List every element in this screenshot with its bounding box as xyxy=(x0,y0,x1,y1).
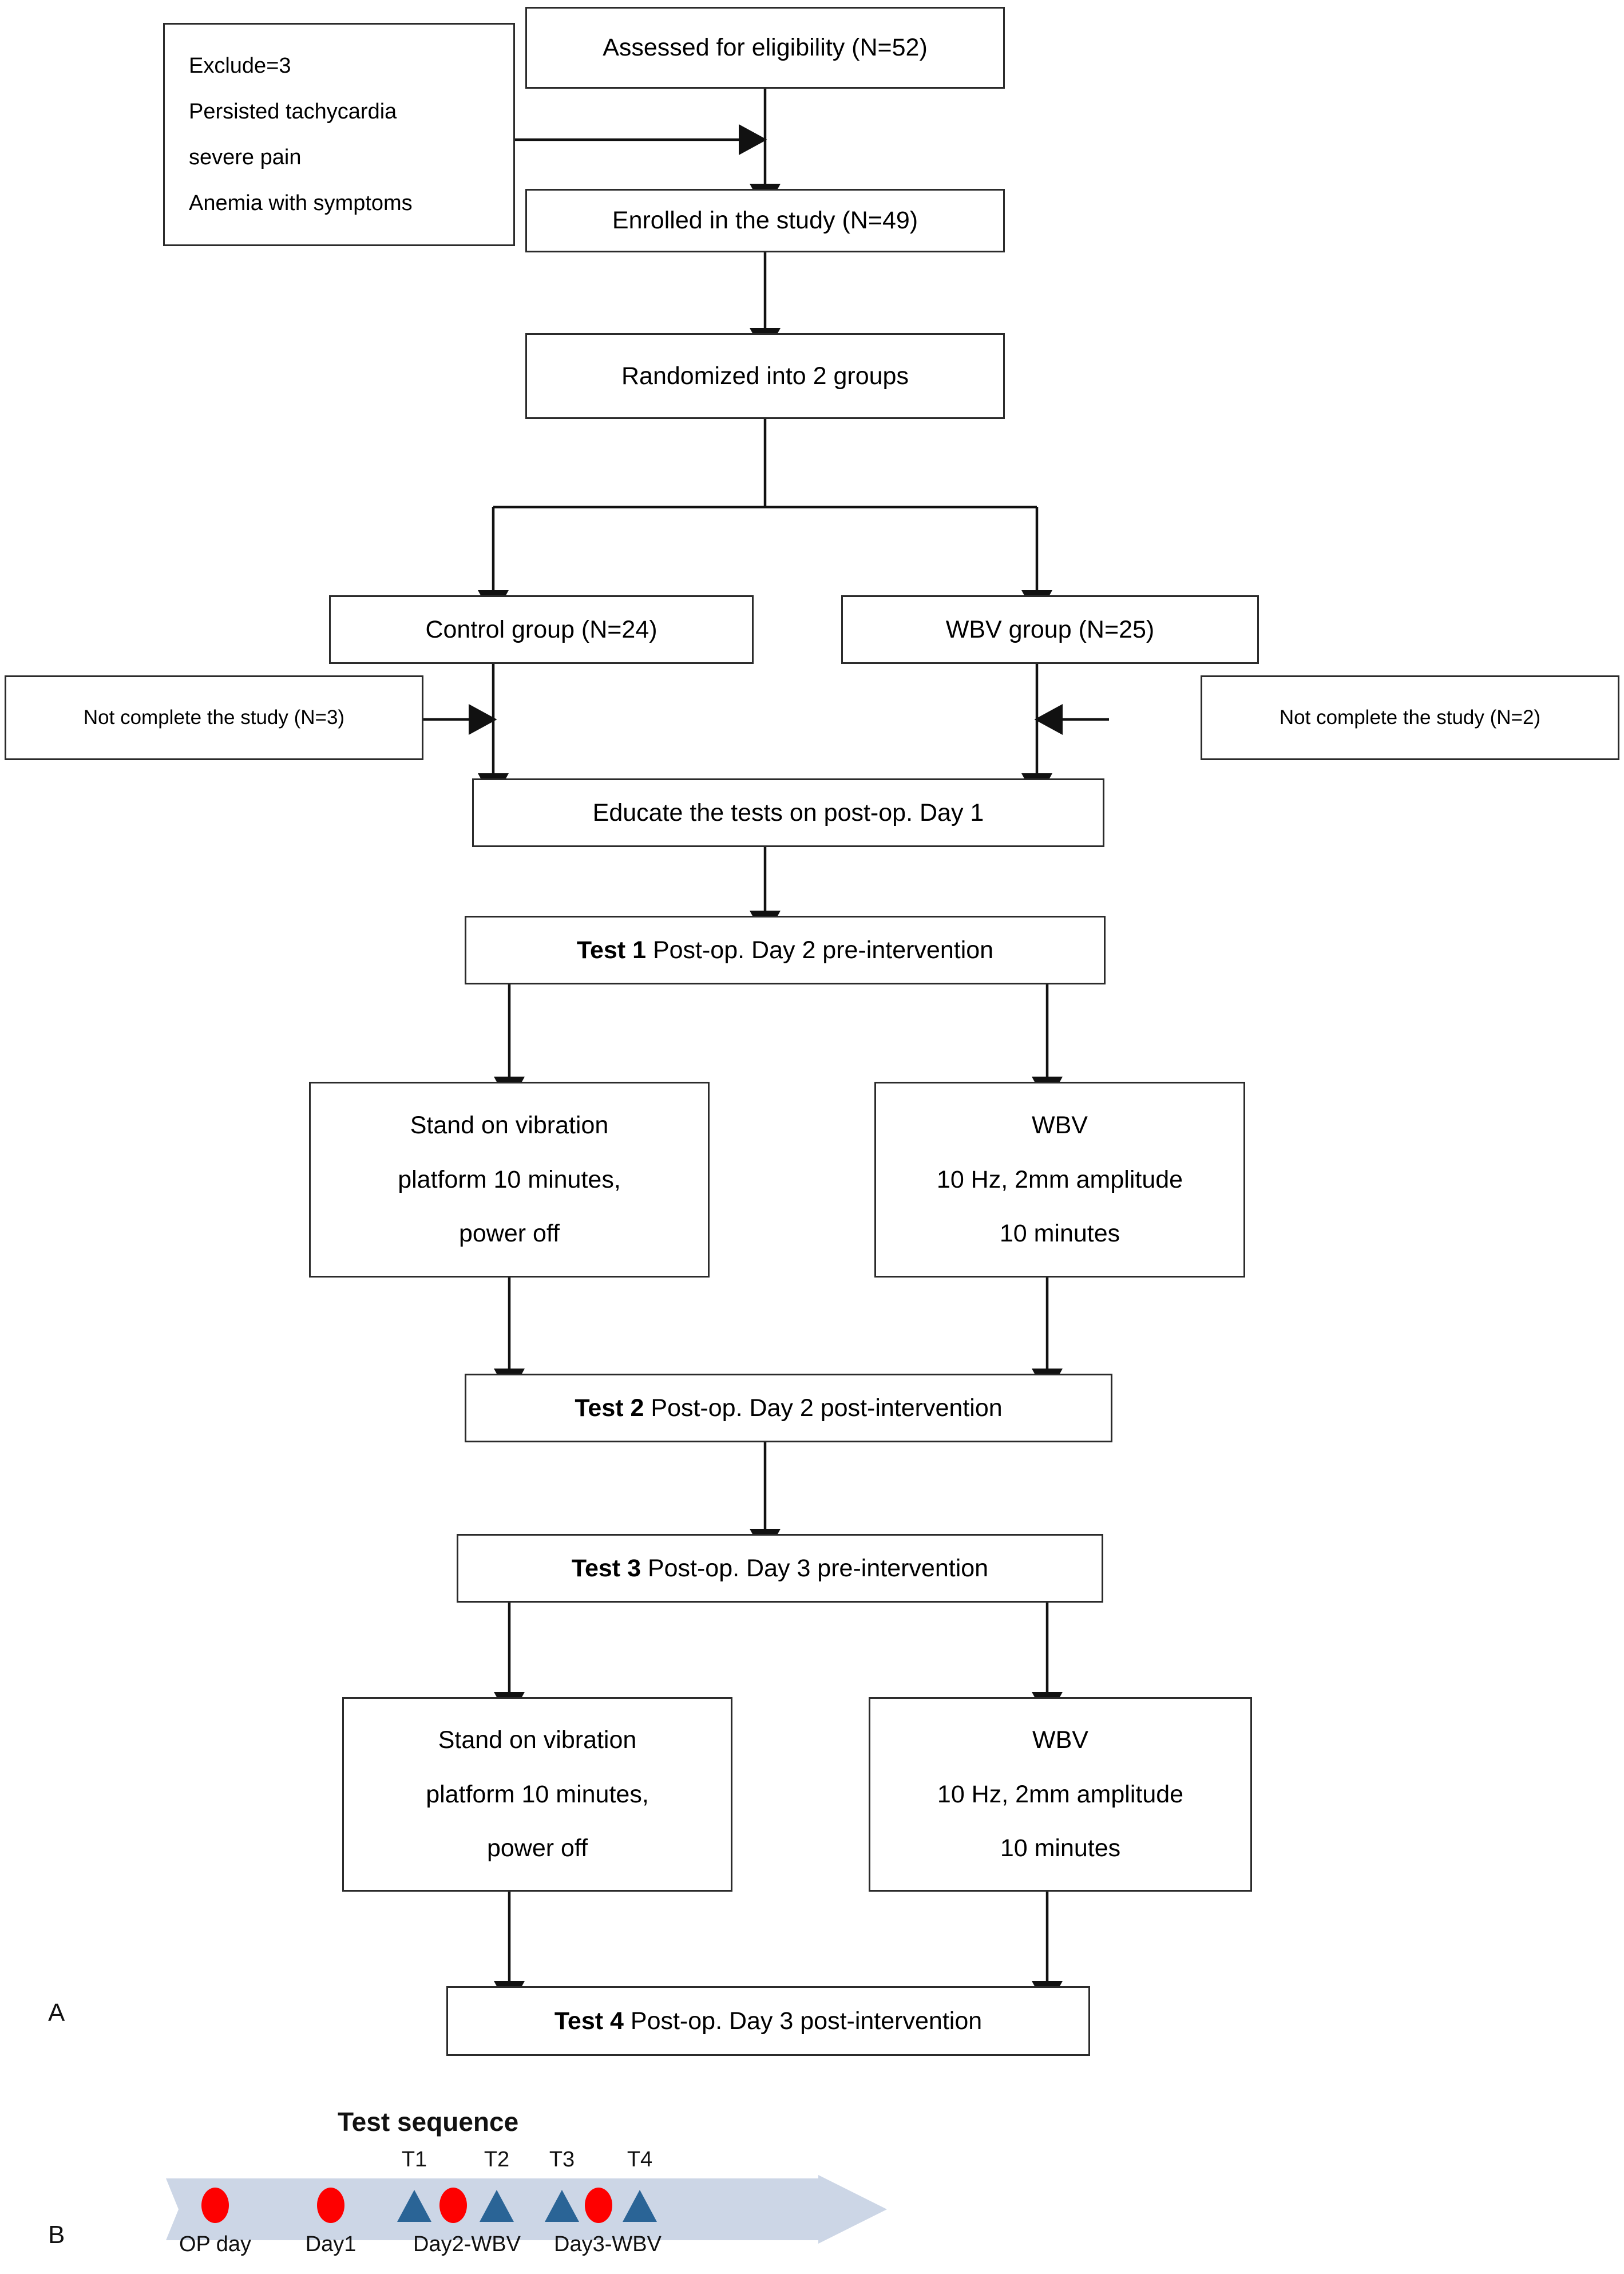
node-enrolled-label: Enrolled in the study (N=49) xyxy=(612,207,918,235)
timeline-triangle-t2 xyxy=(480,2190,514,2222)
timeline-label-t4: T4 xyxy=(627,2148,653,2172)
node-test-1[interactable]: Test 1 Post-op. Day 2 pre-intervention xyxy=(465,916,1106,984)
wbv-day3-line-2: 10 Hz, 2mm amplitude xyxy=(937,1780,1184,1808)
node-test-4-line: Test 4 Post-op. Day 3 post-intervention xyxy=(448,2002,1088,2040)
timeline-triangle-t4 xyxy=(623,2190,657,2222)
wbv-day2-line-1: WBV xyxy=(1032,1112,1088,1140)
node-assessed-for-eligibility[interactable]: Assessed for eligibility (N=52) xyxy=(525,7,1005,89)
node-test-4[interactable]: Test 4 Post-op. Day 3 post-intervention xyxy=(446,1986,1090,2056)
node-control-group[interactable]: Control group (N=24) xyxy=(329,595,754,664)
sham-day2-line-2: platform 10 minutes, xyxy=(398,1165,621,1193)
timeline-label-t3: T3 xyxy=(549,2148,575,2172)
wbv-day2-line-2: 10 Hz, 2mm amplitude xyxy=(936,1165,1183,1193)
timeline-dot-op-day xyxy=(201,2188,229,2223)
timeline-label-t2: T2 xyxy=(484,2148,510,2172)
exclusion-line-3: severe pain xyxy=(189,145,302,169)
node-sham-intervention-day3[interactable]: Stand on vibration platform 10 minutes, … xyxy=(342,1697,732,1892)
timeline-band xyxy=(166,2175,887,2244)
node-test-2-rest: Post-op. Day 2 post-intervention xyxy=(644,1394,1003,1422)
sham-day2-line-3: power off xyxy=(458,1220,560,1248)
wbv-day3-line-3: 10 minutes xyxy=(1000,1834,1121,1862)
node-wbv-group[interactable]: WBV group (N=25) xyxy=(841,595,1259,664)
exclusion-line-4: Anemia with symptoms xyxy=(189,191,413,215)
node-dropout-wbv-label: Not complete the study (N=2) xyxy=(1279,706,1541,729)
node-test-3-bold: Test 3 xyxy=(571,1554,641,1582)
node-dropout-control[interactable]: Not complete the study (N=3) xyxy=(5,675,423,760)
node-assessed-label: Assessed for eligibility (N=52) xyxy=(603,34,928,62)
timeline-label-op-day: OP day xyxy=(179,2232,252,2256)
timeline-label-day3-wbv: Day3-WBV xyxy=(554,2232,662,2256)
node-control-group-label: Control group (N=24) xyxy=(425,615,657,643)
sham-day3-line-2: platform 10 minutes, xyxy=(426,1780,649,1808)
sham-day3-line-1: Stand on vibration xyxy=(438,1726,637,1754)
node-dropout-control-label: Not complete the study (N=3) xyxy=(83,706,345,729)
node-test-2-line: Test 2 Post-op. Day 2 post-intervention xyxy=(466,1389,1111,1427)
node-randomized-label: Randomized into 2 groups xyxy=(621,362,909,390)
node-wbv-intervention-day3[interactable]: WBV 10 Hz, 2mm amplitude 10 minutes xyxy=(869,1697,1252,1892)
node-randomized[interactable]: Randomized into 2 groups xyxy=(525,333,1005,419)
node-wbv-group-label: WBV group (N=25) xyxy=(945,615,1155,643)
sham-day2-line-1: Stand on vibration xyxy=(410,1112,609,1140)
node-test-4-bold: Test 4 xyxy=(554,2007,624,2035)
timeline-title: Test sequence xyxy=(338,2107,519,2137)
wbv-day2-line-3: 10 minutes xyxy=(999,1220,1120,1248)
node-test-1-line: Test 1 Post-op. Day 2 pre-intervention xyxy=(466,931,1104,970)
timeline-dot-day1 xyxy=(317,2188,344,2223)
timeline-dot-day2-wbv xyxy=(439,2188,467,2223)
timeline-dot-day3-wbv xyxy=(585,2188,612,2223)
node-test-2-bold: Test 2 xyxy=(575,1394,644,1422)
timeline-label-t1: T1 xyxy=(401,2148,427,2172)
node-test-3-line: Test 3 Post-op. Day 3 pre-intervention xyxy=(458,1549,1102,1588)
node-exclusion-criteria[interactable]: Exclude=3 Persisted tachycardia severe p… xyxy=(163,23,515,246)
node-test-1-rest: Post-op. Day 2 pre-intervention xyxy=(646,936,994,964)
timeline-label-day2-wbv: Day2-WBV xyxy=(413,2232,521,2256)
node-wbv-intervention-day2[interactable]: WBV 10 Hz, 2mm amplitude 10 minutes xyxy=(874,1082,1245,1278)
node-test-2[interactable]: Test 2 Post-op. Day 2 post-intervention xyxy=(465,1374,1112,1442)
node-test-3[interactable]: Test 3 Post-op. Day 3 pre-intervention xyxy=(457,1534,1103,1603)
node-test-3-rest: Post-op. Day 3 pre-intervention xyxy=(641,1554,989,1582)
wbv-day3-line-1: WBV xyxy=(1032,1726,1088,1754)
timeline-triangle-t3 xyxy=(545,2190,579,2222)
exclusion-line-1: Exclude=3 xyxy=(189,54,291,78)
node-test-4-rest: Post-op. Day 3 post-intervention xyxy=(623,2007,983,2035)
timeline-label-day1: Day1 xyxy=(305,2232,357,2256)
panel-label-a: A xyxy=(48,1999,65,2027)
node-sham-intervention-day2[interactable]: Stand on vibration platform 10 minutes, … xyxy=(309,1082,710,1278)
node-test-1-bold: Test 1 xyxy=(576,936,646,964)
exclusion-line-2: Persisted tachycardia xyxy=(189,100,397,124)
node-educate-label: Educate the tests on post-op. Day 1 xyxy=(592,798,984,826)
node-enrolled-in-study[interactable]: Enrolled in the study (N=49) xyxy=(525,189,1005,252)
node-dropout-wbv[interactable]: Not complete the study (N=2) xyxy=(1201,675,1619,760)
panel-label-b: B xyxy=(48,2221,65,2249)
node-educate-tests[interactable]: Educate the tests on post-op. Day 1 xyxy=(472,778,1104,847)
timeline-triangle-t1 xyxy=(397,2190,431,2222)
sham-day3-line-3: power off xyxy=(486,1834,588,1862)
